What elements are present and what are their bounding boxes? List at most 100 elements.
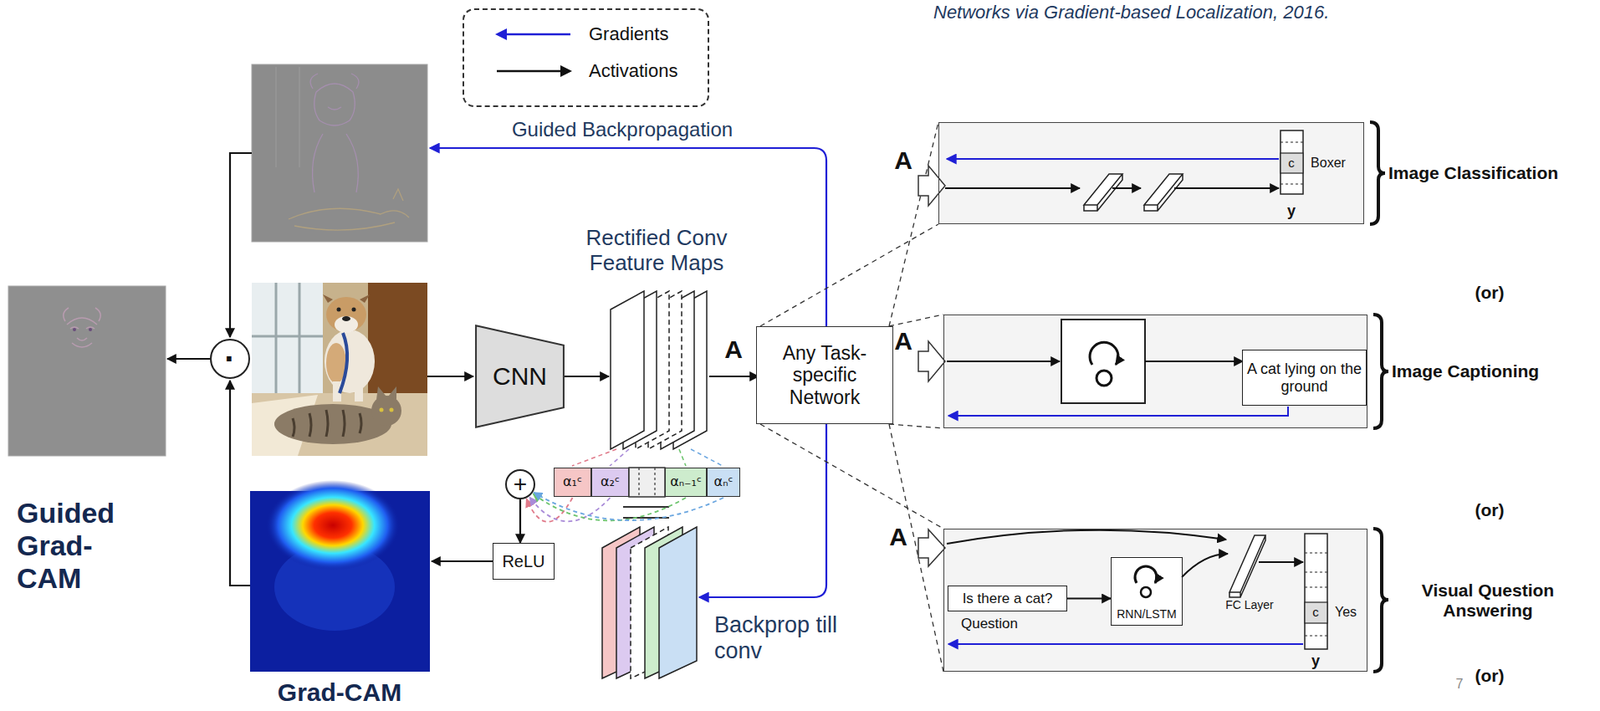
classification-parts-part [1280, 130, 1304, 195]
vqa-parts-part [1304, 533, 1328, 650]
image-arrows [167, 148, 827, 598]
label-holder: A [894, 327, 913, 357]
part-label: FC Layer [1225, 598, 1274, 612]
fan-lines-part [760, 224, 939, 327]
input-photo-part [352, 307, 357, 312]
classification-parts-part [1083, 173, 1123, 211]
output-title: Grad-CAM [277, 678, 402, 708]
class-cell-label: c [1312, 604, 1319, 619]
task-panel: Image Classification [938, 122, 1365, 225]
page-number: 7 [1456, 676, 1464, 692]
guided-gradcam-image-part [72, 327, 77, 332]
image-arrows-part [230, 153, 252, 338]
weight-cell: α₂ᶜ [591, 467, 629, 497]
image-arrows-part [699, 424, 827, 598]
weight-cell: α₁ᶜ [553, 467, 592, 497]
label-holder: Boxer [1310, 155, 1346, 171]
legend-row: Gradients [493, 23, 669, 45]
image-arrows-part [230, 380, 251, 586]
vqa-parts-part [1304, 602, 1328, 624]
output-symbol: y [1311, 652, 1320, 670]
label-holder: A [724, 335, 743, 365]
classification-parts-part [945, 187, 1080, 190]
node-text: CNN [492, 362, 547, 392]
node-text: + [513, 472, 527, 496]
input-photo [251, 282, 428, 456]
relu-box: ReLU [492, 542, 555, 580]
image-arrows-part [564, 375, 609, 378]
label-holder: y [1287, 202, 1296, 220]
node-text: A cat lying on the ground [1242, 360, 1366, 395]
vqa-parts-part [1140, 587, 1151, 598]
input-photo-part [251, 393, 428, 456]
guided-gradcam-image [8, 286, 166, 456]
weight-vector-parts-part [679, 449, 686, 466]
weighted-feature-maps [602, 526, 697, 679]
vqa-parts-part [1258, 561, 1304, 563]
vqa-parts [918, 529, 1328, 650]
or-label: (or) [1475, 500, 1505, 521]
input-photo-part [337, 307, 342, 312]
weighted-feature-maps-part [659, 526, 697, 679]
node-text: Any Task-specific Network [756, 342, 893, 409]
connector [1067, 597, 1111, 599]
panel-heading: Image Classification [1388, 163, 1559, 184]
label-holder: c [1288, 155, 1295, 170]
connector [532, 493, 686, 521]
part-label: Rectified Conv Feature Maps [568, 225, 745, 277]
node-text: · [224, 342, 236, 376]
node-text: αₙᶜ [714, 474, 734, 490]
legend-text: Activations [588, 60, 678, 82]
guided-backprop-image-part [276, 66, 300, 168]
input-photo-part [368, 282, 428, 396]
label-holder: c [1312, 604, 1319, 619]
flow-label: Backprop till conv [714, 612, 861, 665]
guided-gradcam-image-part [88, 327, 93, 332]
vqa-parts-part [918, 529, 946, 567]
label-holder: y [1311, 652, 1320, 670]
flow-label: Guided Backpropagation [511, 117, 733, 142]
gradcam-heatmap-part [265, 480, 400, 571]
input-photo-part [322, 294, 333, 303]
classification-parts-part [1144, 173, 1183, 211]
node-text: α₁ᶜ [562, 474, 583, 490]
label-holder: Networks via Gradient-based Localization… [933, 1, 1330, 23]
activation-symbol: A [889, 522, 908, 553]
legend-box [462, 8, 710, 108]
guided-backprop-image-part [310, 73, 359, 193]
legend-text: Gradients [588, 23, 669, 45]
captioning-parts-part [946, 360, 1060, 363]
label-holder: Yes [1334, 604, 1357, 620]
input-photo-part [251, 282, 428, 456]
classification-parts-part [946, 158, 1279, 160]
input-photo-part [251, 282, 323, 400]
legend-swatch [493, 61, 574, 82]
input-photo-part [376, 386, 387, 400]
input-photo-part [354, 381, 363, 402]
guided-gradcam-image-part [63, 307, 102, 348]
activation-symbol: A [894, 146, 913, 176]
legend-swatch [493, 24, 574, 45]
classification-parts-part [1112, 187, 1141, 190]
weight-cell: αₙ₋₁ᶜ [664, 467, 707, 497]
cnn-trapezoid: CNN [475, 324, 565, 429]
node-text: RNN/LSTM [1116, 607, 1177, 621]
input-photo-part [292, 409, 362, 437]
weight-vector-parts-part [609, 449, 629, 466]
weight-vector-parts-part [690, 449, 723, 466]
input-photo-part [359, 294, 370, 303]
panel-grounds-part [938, 122, 1365, 225]
label-holder: (or) [1475, 500, 1505, 521]
image-arrows-part [709, 375, 759, 378]
guided-gradcam-image-part [8, 286, 166, 456]
input-photo-part [251, 282, 323, 400]
label-holder: Guided Backpropagation [511, 117, 733, 142]
input-photo-part [389, 408, 394, 413]
curly-braces-part [1369, 122, 1386, 225]
node-text: Is there a cat? [962, 590, 1054, 608]
vqa-parts-part [1229, 535, 1266, 598]
answer-text: Yes [1334, 604, 1357, 620]
class-cell-label: c [1288, 155, 1295, 170]
vqa-parts-part [948, 643, 1304, 645]
